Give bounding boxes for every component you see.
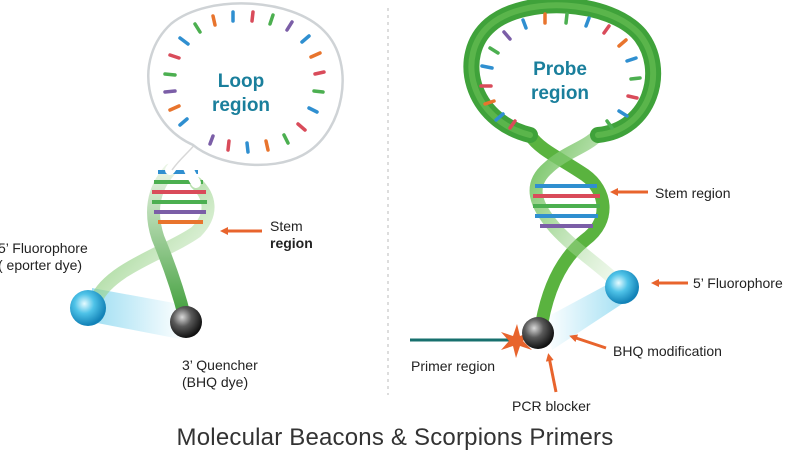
beacon-fluorophore-glow: [92, 288, 185, 340]
scorpion-fluorophore-label: 5’ Fluorophore: [693, 275, 783, 291]
beacon-stem-label: Stem region: [270, 218, 313, 252]
beacon-quencher-label: 3’ Quencher (BHQ dye): [182, 357, 258, 391]
scorpion-strand-right: [529, 128, 627, 292]
beacon-strand-right: [147, 163, 192, 325]
scorpion-loop: [463, 0, 662, 143]
beacon-fluoro-line1: 5’ Fluorophore: [0, 240, 88, 256]
bhq-modification-label: BHQ modification: [613, 343, 722, 359]
beacon-fluoro-line2: ( eporter dye): [0, 257, 83, 273]
beacon-loop: [147, 2, 344, 167]
scorpion-probe-label: Probe region: [515, 58, 605, 106]
scorpion-stem-label: Stem region: [655, 185, 731, 201]
scorpion-probe-line2: region: [530, 83, 590, 104]
beacon-quencher-line2: (BHQ dye): [182, 374, 249, 390]
beacon-neck: [165, 135, 201, 188]
beacon-loop-line2: region: [211, 95, 271, 116]
scorpion-probe-line1: Probe: [533, 59, 587, 80]
scorpion-stem-rungs: [533, 184, 600, 228]
pcr-blocker-label: PCR blocker: [512, 398, 591, 414]
beacon-strand-left: [89, 176, 215, 307]
pcr-blocker-arrow: [545, 353, 558, 393]
beacon-fluorophore-label: 5’ Fluorophore ( eporter dye): [0, 240, 88, 274]
beacon-stem-line2: region: [270, 235, 313, 251]
scorpion-quencher-icon: [522, 317, 554, 349]
primer-region-label: Primer region: [411, 358, 496, 374]
scorpion-fluorophore-icon: [605, 270, 639, 304]
beacon-stem-line1: Stem: [270, 218, 303, 234]
beacon-quencher-line1: 3’ Quencher: [182, 357, 258, 373]
beacon-quencher-icon: [170, 306, 202, 338]
beacon-fluorophore-icon: [70, 290, 106, 326]
figure-title: Molecular Beacons & Scorpions Primers: [176, 424, 614, 451]
bhq-modification-arrow: [569, 334, 607, 350]
pcr-blocker-star-icon: [501, 324, 532, 358]
molecular-beacon: [70, 2, 344, 340]
beacon-loop-label: Loop region: [196, 70, 286, 118]
scorpion-primer: [410, 0, 688, 393]
beacon-loop-line1: Loop: [217, 71, 265, 92]
